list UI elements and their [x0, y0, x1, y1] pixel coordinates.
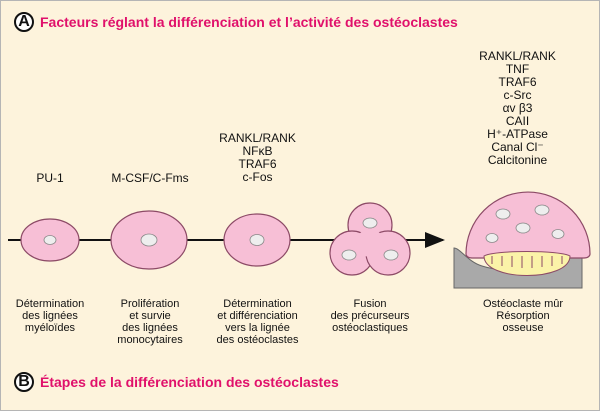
stage-4-fusing-cells — [329, 202, 411, 276]
factor-label: NFκB — [242, 144, 273, 158]
factor-label: c-Fos — [242, 170, 273, 184]
factor-label: TRAF6 — [498, 75, 537, 89]
stage-5-description: Ostéoclaste mûr Résorption osseuse — [482, 298, 564, 334]
mature-osteoclast — [453, 191, 591, 289]
factor-label: TNF — [505, 62, 530, 76]
section-a-title: Facteurs réglant la différenciation et l… — [40, 14, 458, 30]
factor-label: H⁺-ATPase — [487, 127, 548, 141]
factor-label: TRAF6 — [238, 157, 277, 171]
section-b-title: Étapes de la différenciation des ostéocl… — [40, 374, 339, 390]
factor-label: CAII — [505, 114, 530, 128]
factor-label: RANKL/RANK — [219, 131, 296, 145]
section-a-header: A Facteurs réglant la différenciation et… — [14, 12, 458, 32]
ruffled-border — [491, 256, 563, 268]
factor-label: Canal Cl⁻ — [491, 140, 544, 154]
stage-1-factors: PU-1 — [20, 172, 80, 185]
stage-1-description: Détermination des lignées myéloïdes — [15, 298, 85, 334]
stage-4-description: Fusion des précurseurs ostéoclastiques — [330, 298, 410, 334]
factor-label: PU-1 — [36, 171, 64, 185]
factor-label: M-CSF/C-Fms — [111, 171, 189, 185]
stage-3-description: Détermination et différenciation vers la… — [216, 298, 299, 346]
resorption-zone — [483, 251, 571, 276]
factor-label: c-Src — [503, 88, 532, 102]
factor-label: RANKL/RANK — [479, 49, 556, 63]
factor-label: Calcitonine — [487, 153, 548, 167]
stage-3-factors: RANKL/RANK NFκB TRAF6 c-Fos — [200, 132, 315, 184]
stage-5-factors: RANKL/RANK TNF TRAF6 c-Src αv β3 CAII H⁺… — [460, 50, 575, 167]
factor-label: αv β3 — [502, 101, 533, 115]
section-b-badge: B — [14, 372, 34, 392]
stage-3-cell — [223, 213, 291, 267]
stage-2-description: Prolifération et survie des lignées mono… — [117, 298, 183, 346]
stage-2-cell — [110, 210, 188, 270]
stage-2-factors: M-CSF/C-Fms — [95, 172, 205, 185]
section-a-badge: A — [14, 12, 34, 32]
stage-1-cell — [20, 218, 80, 262]
section-b-header: B Étapes de la différenciation des ostéo… — [14, 372, 339, 392]
